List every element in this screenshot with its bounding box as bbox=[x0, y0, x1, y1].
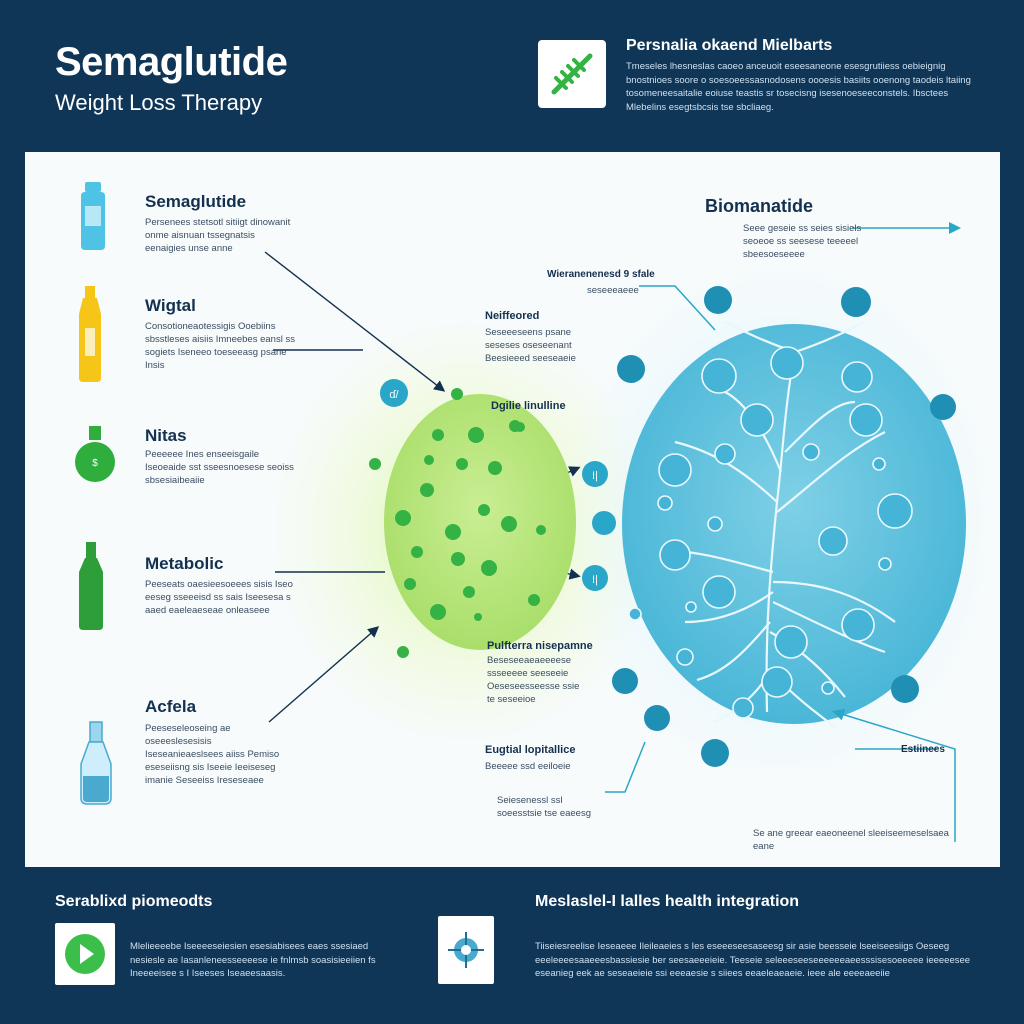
label-mid: Wieranenenesd 9 sfale bbox=[547, 269, 655, 280]
green-particles bbox=[369, 388, 546, 658]
blue-cell bbox=[622, 324, 966, 724]
svg-text:$: $ bbox=[92, 458, 98, 469]
green-bottle-icon bbox=[79, 542, 103, 630]
label-dgilie: Dgilie linulline bbox=[491, 400, 566, 412]
arrow-acfela bbox=[268, 626, 380, 723]
text-wigtal: Consotioneaotessigis Ooebiins sbsstleses… bbox=[145, 321, 295, 371]
footer-left-text: Mlelieeeebe Iseeeeseiesien esesiabisees … bbox=[130, 941, 376, 979]
header-info-title: Persnalia okaend Mielbarts bbox=[626, 37, 833, 54]
label-biomanatide: Biomanatide bbox=[705, 196, 814, 216]
text-center-foot: Seiesenessl ssl soeesstsie tse eaeesg bbox=[497, 795, 592, 819]
arrow-semaglutide bbox=[264, 251, 446, 392]
text-neiffeored: Seseeeseens psane seseses oseseenant Bee… bbox=[485, 327, 576, 364]
footer-right-text: Tiiseiesreelise Ieseaeee Ileileaeies s I… bbox=[535, 941, 971, 979]
health-integration-card bbox=[438, 916, 494, 984]
text-mid-sub: seseeeaeee bbox=[587, 285, 639, 296]
dna-strip-icon bbox=[551, 53, 593, 95]
text-metabolic: Peeseats oaesieesoeees sisis Iseo eeseg … bbox=[145, 579, 293, 616]
header-strip-card bbox=[538, 40, 606, 108]
svg-text:I|: I| bbox=[592, 574, 598, 586]
label-pulfterra: Pulfterra nisepamne bbox=[487, 640, 593, 652]
label-semaglutide: Semaglutide bbox=[145, 192, 247, 211]
text-pulfterra: Beseseeaeaeeeese ssseeeee seeseeie Oeses… bbox=[487, 655, 580, 705]
page-title: Semaglutide bbox=[55, 40, 288, 84]
blue-cell-nodes bbox=[628, 346, 913, 719]
text-nitas: Peeeeee Ines enseeisgaile Iseoeaide sst … bbox=[145, 449, 294, 486]
text-biomanatide: Seee geseie ss seies sisiels seoeoe ss s… bbox=[743, 223, 862, 260]
header-info-text: Tmeseles lhesneslas caoeo anceuoit esees… bbox=[626, 61, 971, 113]
page-subtitle: Weight Loss Therapy bbox=[55, 90, 263, 115]
water-bottle-icon bbox=[81, 182, 105, 250]
blue-glass-bottle-icon bbox=[80, 721, 112, 805]
outer-nodes bbox=[612, 286, 956, 767]
text-semaglutide: Persenees stetsotl sitiigt dinowanit onm… bbox=[145, 217, 291, 254]
label-acfela: Acfela bbox=[145, 697, 197, 716]
blue-cell-veins bbox=[664, 321, 896, 728]
label-eugtial: Eugtial lopitallice bbox=[485, 744, 576, 756]
footer-left-title: Serablixd piomeodts bbox=[55, 893, 213, 910]
target-icon bbox=[448, 932, 484, 968]
label-metabolic: Metabolic bbox=[145, 554, 224, 573]
diagram-panel: ɗ/ I| I| bbox=[25, 152, 1000, 867]
blue-callouts bbox=[605, 222, 961, 842]
text-eugtial: Beeeee ssd eeiloeie bbox=[485, 761, 571, 772]
green-flask-icon: $ bbox=[75, 426, 115, 482]
label-wigtal: Wigtal bbox=[145, 296, 196, 315]
play-icon bbox=[65, 934, 105, 974]
footer-right-title: Meslaslel-I lalles health integration bbox=[535, 893, 800, 910]
label-neiffeored: Neiffeored bbox=[485, 310, 540, 322]
play-button[interactable] bbox=[55, 923, 115, 985]
label-nitas: Nitas bbox=[145, 426, 187, 445]
text-acfela: Peeseseleoseing ae oseeeslesesisis Isese… bbox=[145, 723, 280, 786]
label-estiinees: Estiinees bbox=[901, 744, 945, 755]
connector-lines bbox=[264, 251, 581, 723]
text-right-foot: Se ane greear eaeoneenel sleeiseemeselsa… bbox=[753, 828, 949, 852]
floating-nodes: ɗ/ I| I| bbox=[380, 379, 616, 591]
svg-text:ɗ/: ɗ/ bbox=[389, 389, 399, 401]
diagram-drawing: ɗ/ I| I| bbox=[264, 222, 966, 842]
yellow-bottle-icon bbox=[79, 286, 101, 382]
svg-text:I|: I| bbox=[592, 470, 598, 482]
